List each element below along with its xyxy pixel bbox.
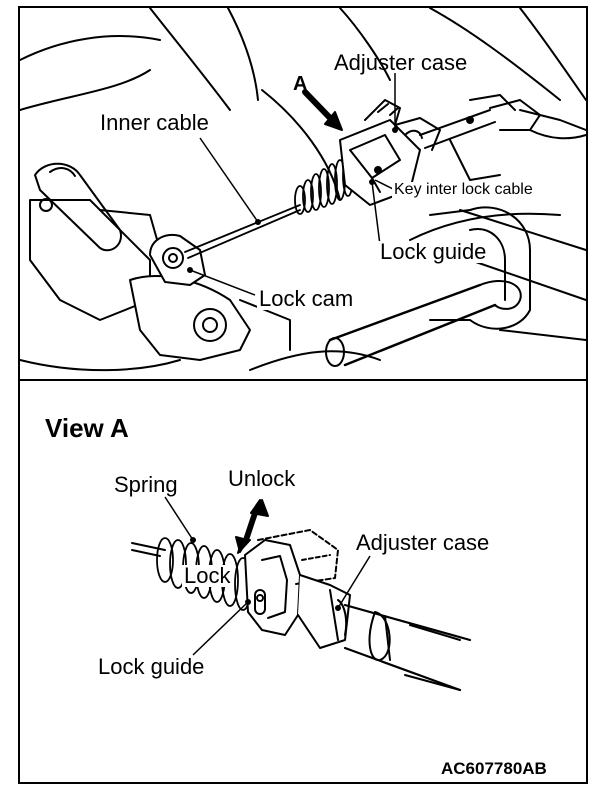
lock-cam-label: Lock cam bbox=[257, 286, 356, 311]
adjuster-case-label: Adjuster case bbox=[334, 50, 468, 75]
inner-cable-label: Inner cable bbox=[100, 110, 209, 135]
spring-label: Spring bbox=[114, 472, 178, 497]
figure-code: AC607780AB bbox=[441, 759, 547, 778]
lock-label: Lock bbox=[182, 563, 233, 588]
key-interlock-cable-label: Key inter lock cable bbox=[392, 181, 535, 198]
unlock-label: Unlock bbox=[228, 466, 296, 491]
view-a-title: View A bbox=[45, 413, 129, 443]
view-divider bbox=[18, 379, 588, 381]
adjuster-case-label-view-a: Adjuster case bbox=[356, 530, 490, 555]
figure-frame bbox=[18, 6, 588, 784]
view-a-marker: A bbox=[293, 73, 308, 95]
lock-guide-label: Lock guide bbox=[378, 239, 489, 264]
lock-guide-label-view-a: Lock guide bbox=[98, 654, 205, 679]
